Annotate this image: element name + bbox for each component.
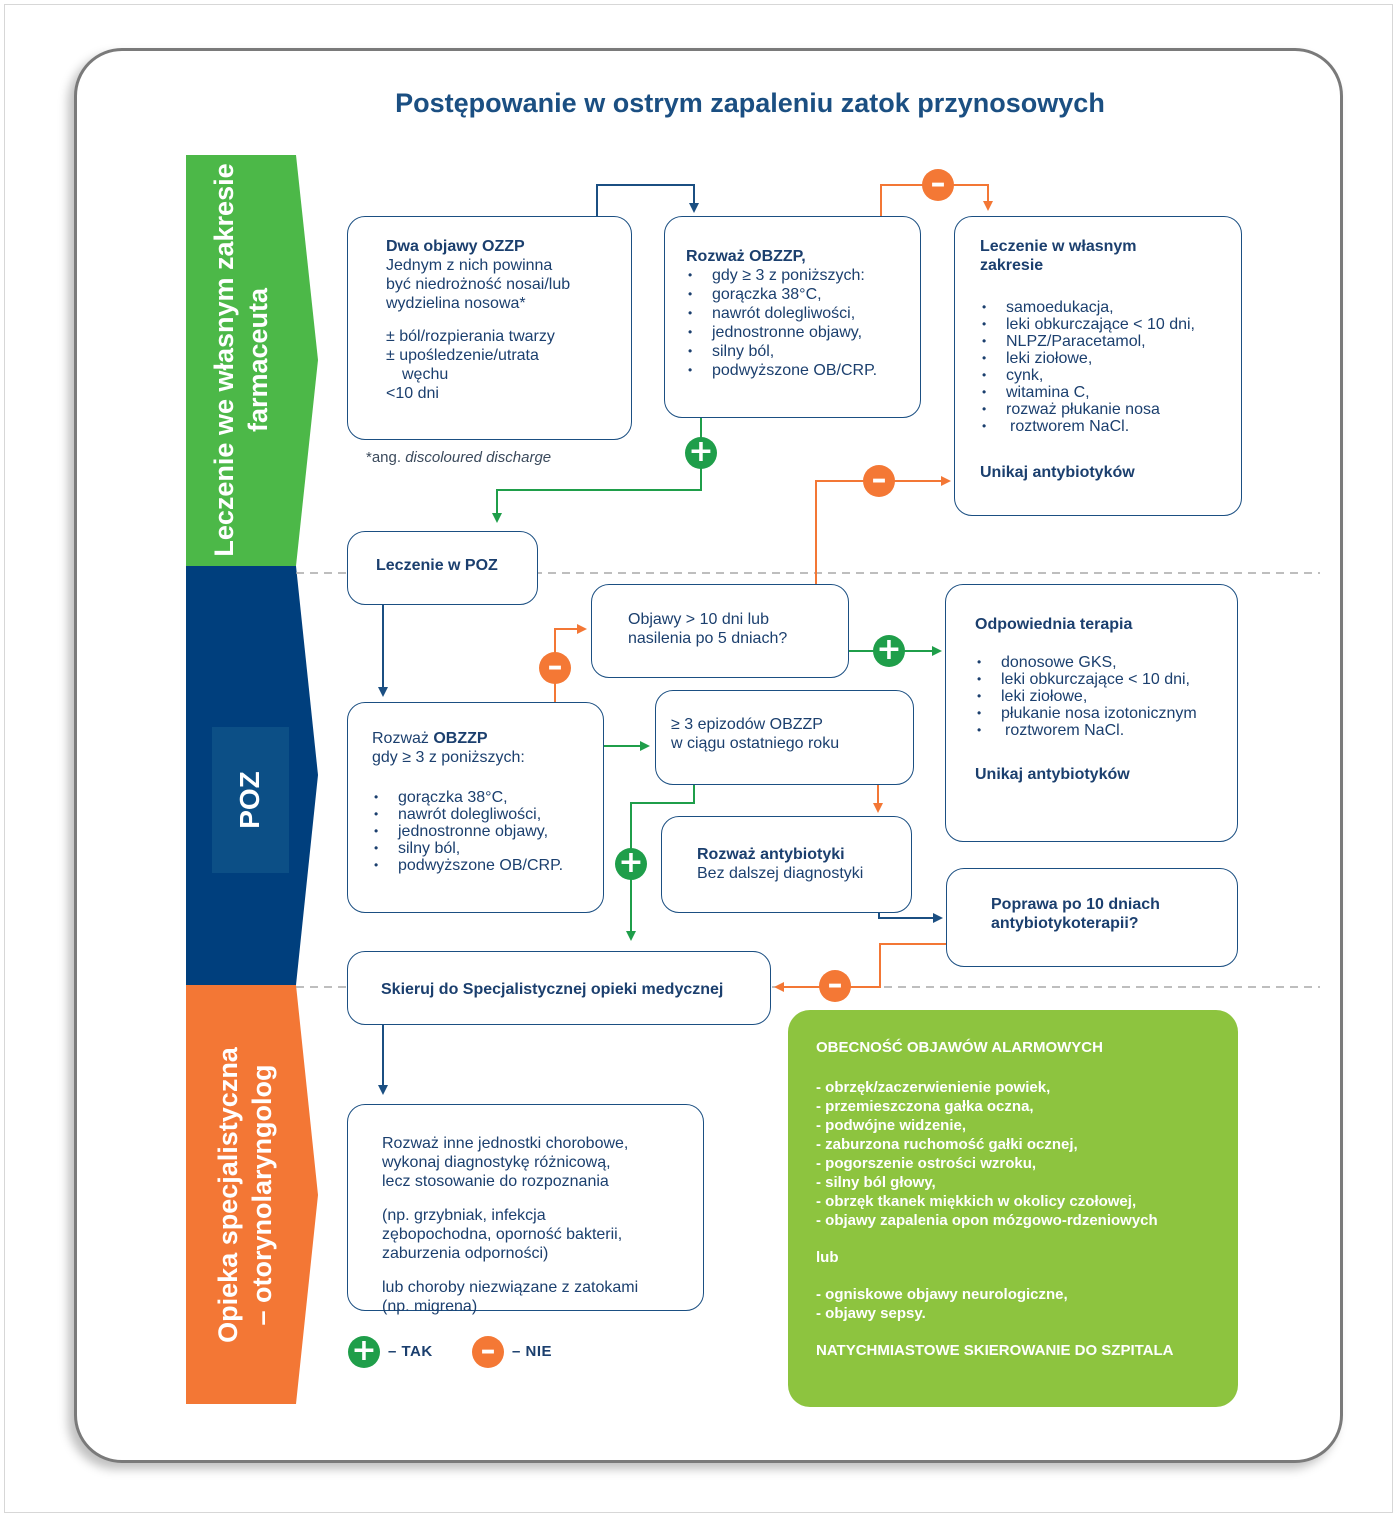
box-improvement-after-10-days: Poprawa po 10 dniach antybiotykoterapii? [946, 868, 1238, 967]
line-box5-box3 [815, 476, 951, 596]
obzzp-poz-criteria-list: gorączka 38°C, nawrót dolegliwości, jedn… [372, 789, 603, 874]
box-other-diagnoses: Rozważ inne jednostki chorobowe, wykonaj… [347, 1104, 704, 1315]
band-orange [186, 985, 318, 1404]
line-box1-box2 [596, 184, 699, 229]
diagram-title: Postępowanie w ostrym zapaleniu zatok pr… [395, 88, 1105, 118]
legend-yes: – TAK [388, 1343, 433, 1360]
no-marker: – [819, 970, 851, 1002]
box-consider-obzzp-poz: Rozważ OBZZP gdy ≥ 3 z poniższych: gorąc… [347, 702, 604, 913]
box-two-symptoms: Dwa objawy OZZP Jednym z nich powinna by… [347, 216, 632, 440]
yes-marker: + [873, 635, 905, 667]
legend-no: – NIE [512, 1343, 553, 1360]
box-symptoms-over-10-days: Objawy > 10 dni lub nasilenia po 5 dniac… [591, 584, 849, 678]
box-self-treatment: Leczenie w własnym zakresie samoedukacja… [954, 216, 1242, 516]
box-three-episodes: ≥ 3 epizodów OBZZP w ciągu ostatniego ro… [655, 690, 914, 785]
line-box10-box11 [774, 943, 958, 992]
footnote: *ang. discoloured discharge [366, 449, 552, 466]
poz-label-panel [212, 727, 289, 873]
box-refer-specialist: Skieruj do Specjalistycznej opieki medyc… [347, 951, 771, 1025]
no-marker: – [922, 169, 954, 201]
yes-marker: + [685, 437, 717, 469]
self-treatment-list: samoedukacja, leki obkurczające < 10 dni… [980, 299, 1241, 435]
legend-plus-icon: + [348, 1336, 380, 1368]
alarm-footer: NATYCHMIASTOWE SKIEROWANIE DO SZPITALA [816, 1342, 1174, 1359]
alarm-list-2: - ogniskowe objawy neurologiczne, - obja… [816, 1286, 1068, 1322]
box-consider-obzzp: Rozważ OBZZP, gdy ≥ 3 z poniższych: gorą… [664, 216, 921, 418]
alarm-list: - obrzęk/zaczerwienienie powiek, - przem… [816, 1079, 1158, 1229]
box-appropriate-therapy: Odpowiednia terapia donosowe GKS, leki o… [945, 584, 1238, 842]
therapy-list: donosowe GKS, leki obkurczające < 10 dni… [975, 654, 1237, 739]
no-marker: – [863, 465, 895, 497]
band-green [186, 155, 318, 566]
page-frame [4, 4, 1393, 1513]
legend-minus-icon: – [472, 1336, 504, 1368]
box-consider-antibiotics: Rozważ antybiotyki Bez dalszej diagnosty… [661, 816, 912, 913]
alarm-title: OBECNOŚĆ OBJAWÓW ALARMOWYCH [816, 1039, 1103, 1056]
box-poz-treatment: Leczenie w POZ [347, 531, 538, 605]
alarm-symptoms-box: OBECNOŚĆ OBJAWÓW ALARMOWYCH - obrzęk/zac… [788, 1010, 1238, 1407]
obzzp-criteria-list: gdy ≥ 3 z poniższych: gorączka 38°C, naw… [686, 266, 920, 380]
no-marker: – [539, 652, 571, 684]
yes-marker: + [615, 848, 647, 880]
